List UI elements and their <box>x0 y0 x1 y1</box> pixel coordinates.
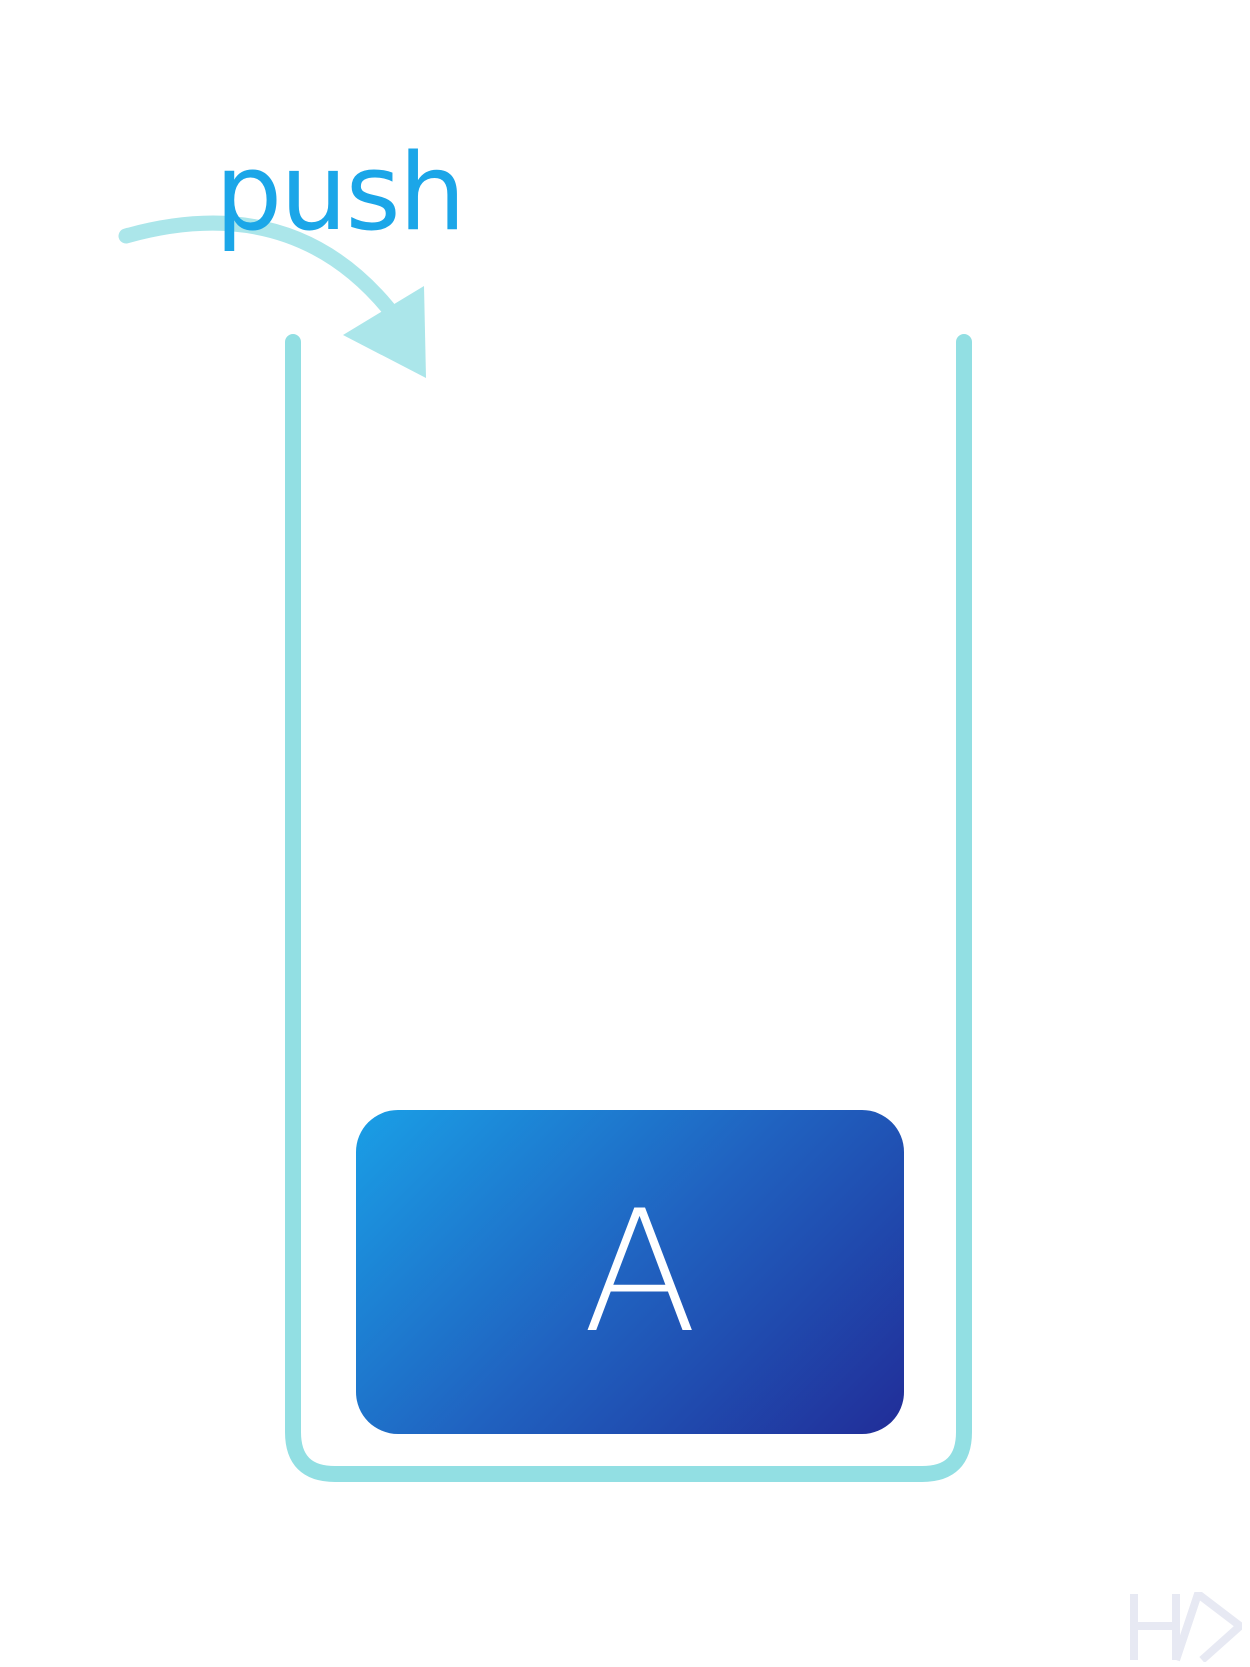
push-arrow-head <box>343 286 426 378</box>
push-arrow-shaft <box>118 215 396 316</box>
hd-logo-watermark-icon <box>1130 1592 1242 1662</box>
push-label: push <box>215 131 466 254</box>
stack-container <box>285 334 972 1482</box>
stack-item-label: A <box>582 1174 698 1370</box>
stack-item: A <box>356 1110 904 1434</box>
